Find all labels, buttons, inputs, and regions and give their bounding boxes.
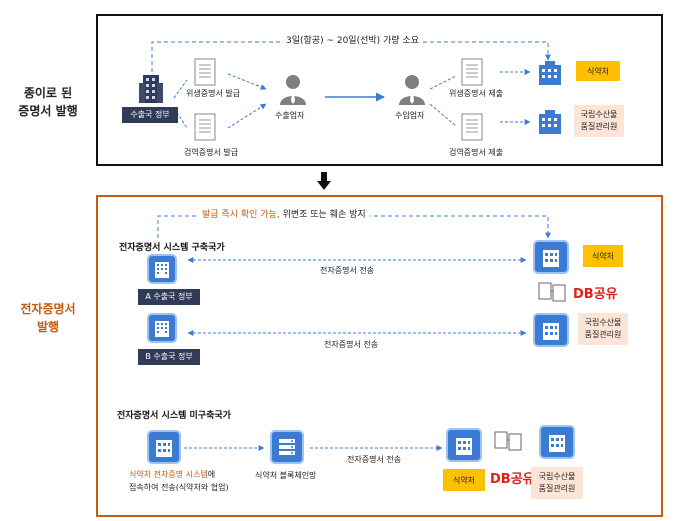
benefit-text: 발급 즉시 확인 가능, 위변조 또는 훼손 방지: [198, 210, 370, 221]
nfqs-tag-1: 국립수산물 품질관리원: [578, 313, 628, 345]
document-icon: [194, 58, 216, 90]
document-icon: [461, 58, 483, 90]
built-countries-heading: 전자증명서 시스템 구축국가: [119, 243, 225, 253]
devices-icon: [494, 430, 522, 456]
db-share-1: DB공유: [573, 287, 618, 302]
doc-hygiene-submit-label: 위생증명서 제출: [449, 89, 504, 98]
access-line-2: 접속하여 전송(식약처와 협업): [129, 483, 229, 492]
access-orange: 식약처 전자증명 시스템: [129, 470, 208, 479]
building-icon: [446, 428, 482, 462]
duration-note: 3일(항공) ~ 20일(선박) 가량 소요: [283, 36, 423, 47]
document-icon: [194, 113, 216, 145]
person-icon: [278, 73, 308, 109]
nfqs-tag-2: 국립수산물 품질관리원: [531, 467, 583, 499]
mfds-tag-2: 식약처: [443, 469, 485, 491]
mfds-tag: 식약처: [576, 61, 620, 81]
mfds-tag-1: 식약처: [583, 245, 623, 267]
benefit-black: 위변조 또는 훼손 방지: [282, 210, 366, 220]
building-icon: [537, 110, 563, 138]
doc-quarantine-issue-label: 검역증명서 발급: [184, 148, 239, 157]
access-suffix: 에: [207, 470, 216, 479]
building-icon: [533, 240, 569, 274]
db-share-2: DB공유: [490, 472, 535, 487]
transfer-label-3: 전자증명서 전송: [347, 455, 402, 464]
building-icon: [147, 254, 177, 284]
doc-quarantine-submit-label: 검역증명서 제출: [449, 148, 504, 157]
server-icon: [270, 430, 304, 464]
gov-a-label: A 수출국 정부: [138, 289, 200, 305]
person-icon: [397, 73, 427, 109]
access-line-1: 식약처 전자증명 시스템에: [129, 470, 215, 480]
doc-hygiene-issue-label: 위생증명서 발급: [186, 89, 241, 98]
building-icon: [135, 73, 167, 109]
electronic-issue-label: 전자증명서 발행: [20, 302, 76, 334]
down-arrow-icon: [317, 172, 331, 194]
paper-issue-label: 종이로 된 증명서 발행: [18, 86, 78, 118]
exporter-label: 수출업자: [275, 111, 305, 120]
blockchain-label: 식약처 블록체인망: [255, 471, 317, 480]
gov-b-label: B 수출국 정부: [138, 349, 200, 365]
building-icon: [147, 313, 177, 343]
unbuilt-countries-heading: 전자증명서 시스템 미구축국가: [117, 411, 231, 421]
devices-icon: [538, 281, 566, 307]
exporter-gov-label: 수출국 정부: [122, 107, 178, 123]
building-icon: [537, 61, 563, 89]
nfqs-tag: 국립수산물 품질관리원: [574, 105, 624, 137]
transfer-label-1: 전자증명서 전송: [320, 266, 375, 275]
building-icon: [539, 425, 575, 459]
importer-label: 수입업자: [395, 111, 425, 120]
document-icon: [461, 113, 483, 145]
building-icon: [147, 430, 181, 464]
building-icon: [533, 313, 569, 347]
benefit-orange: 발급 즉시 확인 가능,: [202, 210, 280, 220]
transfer-label-2: 전자증명서 전송: [324, 340, 379, 349]
